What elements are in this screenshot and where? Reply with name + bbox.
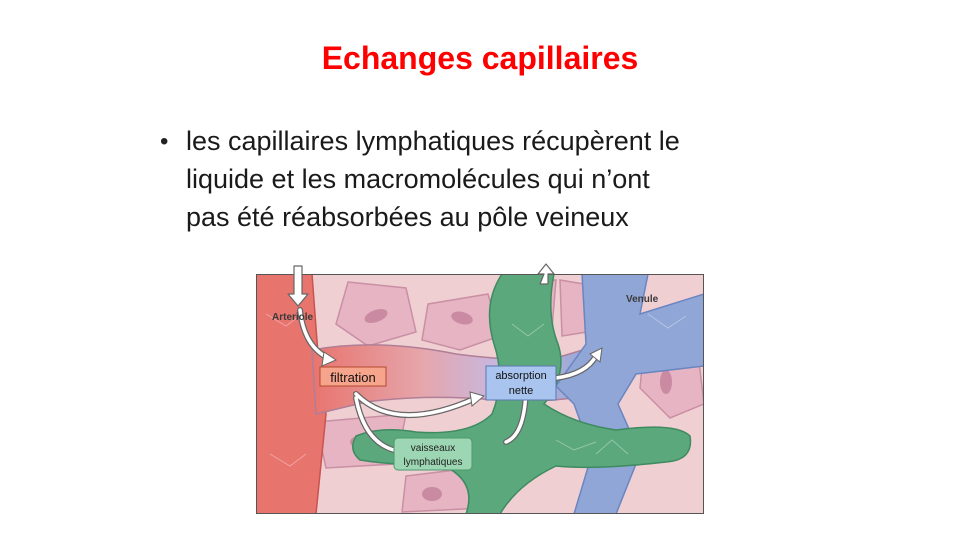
bullet-line-2: liquide et les macromolécules qui n’ont — [186, 164, 650, 194]
capillary-diagram: Arteriole Venule filtration absorption n… — [256, 263, 704, 514]
bullet-item: • les capillaires lymphatiques récupèren… — [160, 122, 800, 236]
slide-title: Echanges capillaires — [321, 40, 639, 76]
figure-frame — [256, 274, 704, 514]
lymph-label-line1: vaisseaux — [411, 443, 455, 454]
lymph-outflow-arrow-icon — [537, 263, 555, 285]
cell-nucleus — [451, 311, 473, 325]
cell-nucleus — [422, 487, 442, 501]
cell-nucleus — [364, 309, 388, 323]
bullet-line-1: les capillaires lymphatiques récupèrent … — [186, 126, 680, 156]
lymph-label-line2: lymphatiques — [404, 457, 463, 468]
arrow-head-icon — [469, 391, 486, 407]
inflow-arrow-icon — [287, 265, 309, 307]
bullet-text: les capillaires lymphatiques récupèrent … — [186, 122, 800, 236]
absorption-label-box — [485, 365, 557, 401]
capillary-exchange-illustration: Arteriole Venule filtration absorption n… — [256, 254, 704, 514]
lymph-label-box — [393, 437, 473, 471]
venous-flow-arrow-icon — [554, 354, 598, 380]
bullet-dot-icon: • — [160, 128, 169, 155]
arrow-head-icon — [321, 351, 338, 367]
filtration-label: filtration — [330, 370, 376, 385]
arteriole-label: Arteriole — [272, 312, 314, 323]
cell-nucleus — [660, 370, 672, 394]
venule-label: Venule — [626, 294, 659, 305]
absorption-label-line1: absorption — [495, 370, 546, 382]
flow-arrows — [287, 263, 555, 307]
arrow-head-icon — [589, 347, 603, 363]
filtration-label-box — [319, 366, 387, 387]
absorption-arrow-icon — [354, 392, 478, 417]
vessel-texture — [265, 313, 687, 467]
bullet-line-3: pas été réabsorbées au pôle veineux — [186, 202, 629, 232]
absorption-label-line2: nette — [509, 385, 533, 397]
